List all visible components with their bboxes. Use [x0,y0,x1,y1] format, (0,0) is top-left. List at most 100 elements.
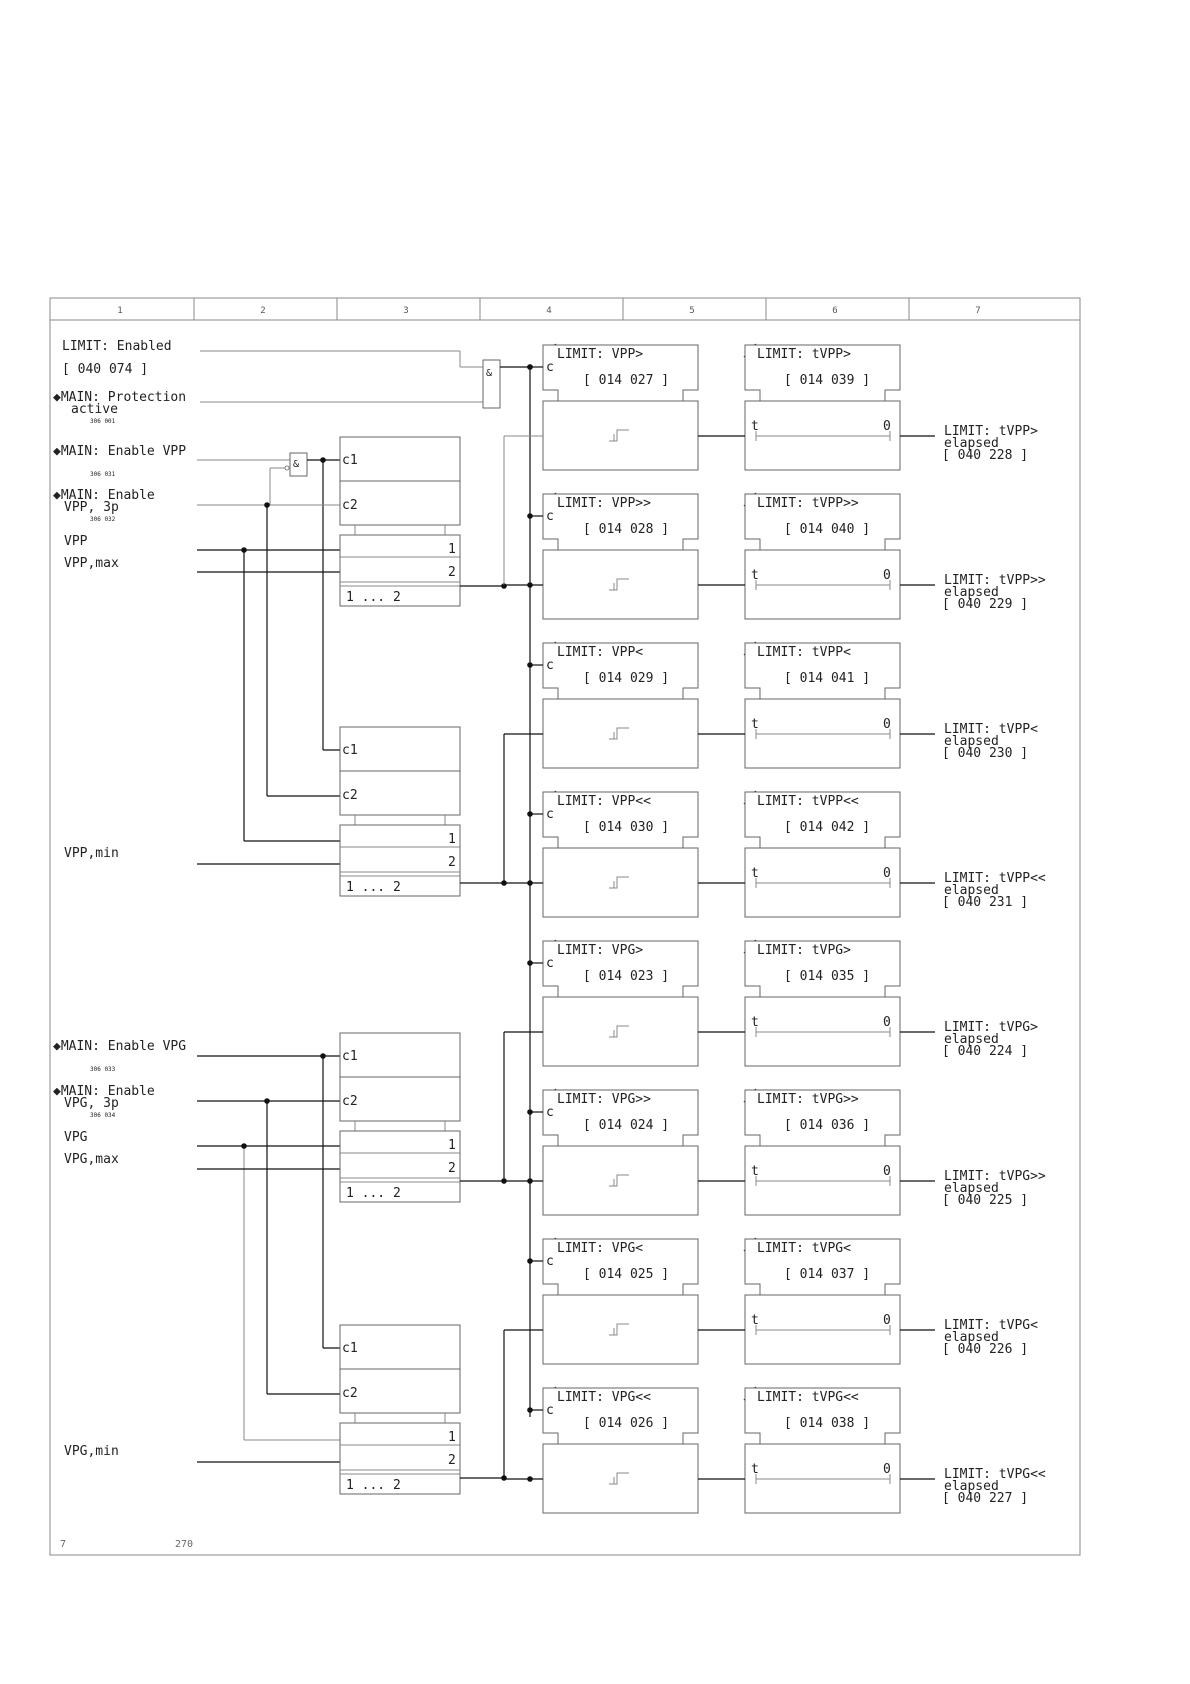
enable-input-label: c [546,1105,554,1120]
channel-row: LIMIT: VPP>c[ 014 027 ]LIMIT: tVPP>[ 014… [503,343,1038,586]
channel-row: LIMIT: VPG>>c[ 014 024 ]LIMIT: tVPG>>[ 0… [504,1088,1046,1216]
setting-address: [ 014 023 ] [583,969,669,984]
output-elapsed-label: elapsed [944,1181,999,1196]
vpp-selector-wiring [197,457,340,865]
timer-t-label: t [751,1313,759,1328]
enable-input-label: c [546,1403,554,1418]
selector-c2-label: c2 [342,1094,358,1109]
timer-t-label: t [751,1462,759,1477]
selector-ch2-label: 2 [448,1453,456,1468]
output-elapsed-label: elapsed [944,585,999,600]
setting-label: LIMIT: VPG> [557,943,643,958]
selector-c1-label: c1 [342,1049,358,1064]
input-protection-active-line2: active [71,402,118,417]
input-vpg-max: VPG,max [64,1152,119,1167]
selector-output-trunk [460,880,507,886]
timer-zero-label: 0 [883,1313,891,1328]
timer-label: LIMIT: tVPG> [757,943,851,958]
enable-input-label: c [546,1254,554,1269]
selector-ch2-label: 2 [448,1161,456,1176]
setting-address: [ 014 030 ] [583,820,669,835]
timer-address: [ 014 036 ] [784,1118,870,1133]
channel-row: LIMIT: VPP<c[ 014 029 ]LIMIT: tVPP<[ 014… [503,641,1038,883]
input-enable-vpp-3p: ◆MAIN: Enable [53,488,155,503]
enable-input-label: c [546,807,554,822]
timer-address: [ 014 039 ] [784,373,870,388]
selector-c2-label: c2 [342,788,358,803]
output-label: LIMIT: tVPG< [944,1318,1038,1333]
timer-address: [ 014 042 ] [784,820,870,835]
timer-zero-label: 0 [883,717,891,732]
enable-input-label: c [546,956,554,971]
timer-label: LIMIT: tVPP<< [757,794,859,809]
enable-input-label: c [546,658,554,673]
output-elapsed-label: elapsed [944,1479,999,1494]
selector-c1-label: c1 [342,453,358,468]
setting-label: LIMIT: VPG< [557,1241,643,1256]
channel-row: LIMIT: VPG<<c[ 014 026 ]LIMIT: tVPG<<[ 0… [503,1386,1046,1514]
output-label: LIMIT: tVPG<< [944,1467,1046,1482]
selector-c1-label: c1 [342,743,358,758]
selector-ch2-label: 2 [448,855,456,870]
output-elapsed-label: elapsed [944,1330,999,1345]
selector-range-label: 1 ... 2 [346,880,401,895]
input-enable-vpg-3p: ◆MAIN: Enable [53,1084,155,1099]
output-label: LIMIT: tVPG>> [944,1169,1046,1184]
selector-ch1-label: 1 [448,832,456,847]
enable-input-label: c [546,360,554,375]
column-header: 1 2 3 4 5 6 7 [117,298,981,320]
column-number: 6 [832,306,837,316]
setting-label: LIMIT: VPP>> [557,496,651,511]
output-elapsed-label: elapsed [944,436,999,451]
setting-label: LIMIT: VPP<< [557,794,651,809]
output-address: [ 040 229 ] [942,597,1028,612]
timer-zero-label: 0 [883,866,891,881]
output-elapsed-label: elapsed [944,883,999,898]
output-elapsed-label: elapsed [944,734,999,749]
signal-code: 306 031 [90,471,116,478]
column-number: 7 [975,306,980,316]
selector-ch1-label: 1 [448,1430,456,1445]
setting-address: [ 014 027 ] [583,373,669,388]
timer-label: LIMIT: tVPP>> [757,496,859,511]
selector-ch1-label: 1 [448,1138,456,1153]
timer-address: [ 014 037 ] [784,1267,870,1282]
timer-zero-label: 0 [883,568,891,583]
column-number: 5 [689,306,694,316]
timer-address: [ 014 038 ] [784,1416,870,1431]
channel-row: LIMIT: VPP>>c[ 014 028 ]LIMIT: tVPP>>[ 0… [503,492,1046,620]
output-address: [ 040 225 ] [942,1193,1028,1208]
input-protection-active: ◆MAIN: Protection [53,390,186,405]
input-vpp-max: VPP,max [64,556,119,571]
selector-block: c1 c2 1 2 1 ... 2 [339,726,461,897]
column-number: 4 [546,306,551,316]
input-vpp: VPP [64,534,88,549]
timer-label: LIMIT: tVPG>> [757,1092,859,1107]
timer-zero-label: 0 [883,1164,891,1179]
timer-label: LIMIT: tVPP< [757,645,851,660]
selector-ch1-label: 1 [448,542,456,557]
input-vpg: VPG [64,1130,88,1145]
channel-rows: LIMIT: VPP>c[ 014 027 ]LIMIT: tVPP>[ 014… [460,343,1046,1514]
timer-address: [ 014 041 ] [784,671,870,686]
selector-c1-label: c1 [342,1341,358,1356]
output-address: [ 040 228 ] [942,448,1028,463]
output-address: [ 040 227 ] [942,1491,1028,1506]
input-limit-enabled: LIMIT: Enabled [62,339,172,354]
column-number: 2 [260,306,265,316]
input-enable-vpp: ◆MAIN: Enable VPP [53,444,186,459]
signal-code: 306 032 [90,516,116,523]
column-number: 1 [117,306,122,316]
setting-label: LIMIT: VPG>> [557,1092,651,1107]
selector-output-trunk [460,1475,507,1481]
setting-address: [ 014 028 ] [583,522,669,537]
input-vpp-min: VPP,min [64,846,119,861]
and-symbol: & [293,459,299,470]
output-address: [ 040 226 ] [942,1342,1028,1357]
timer-label: LIMIT: tVPG<< [757,1390,859,1405]
and-gate-enable: & [200,350,530,409]
setting-label: LIMIT: VPP< [557,645,643,660]
